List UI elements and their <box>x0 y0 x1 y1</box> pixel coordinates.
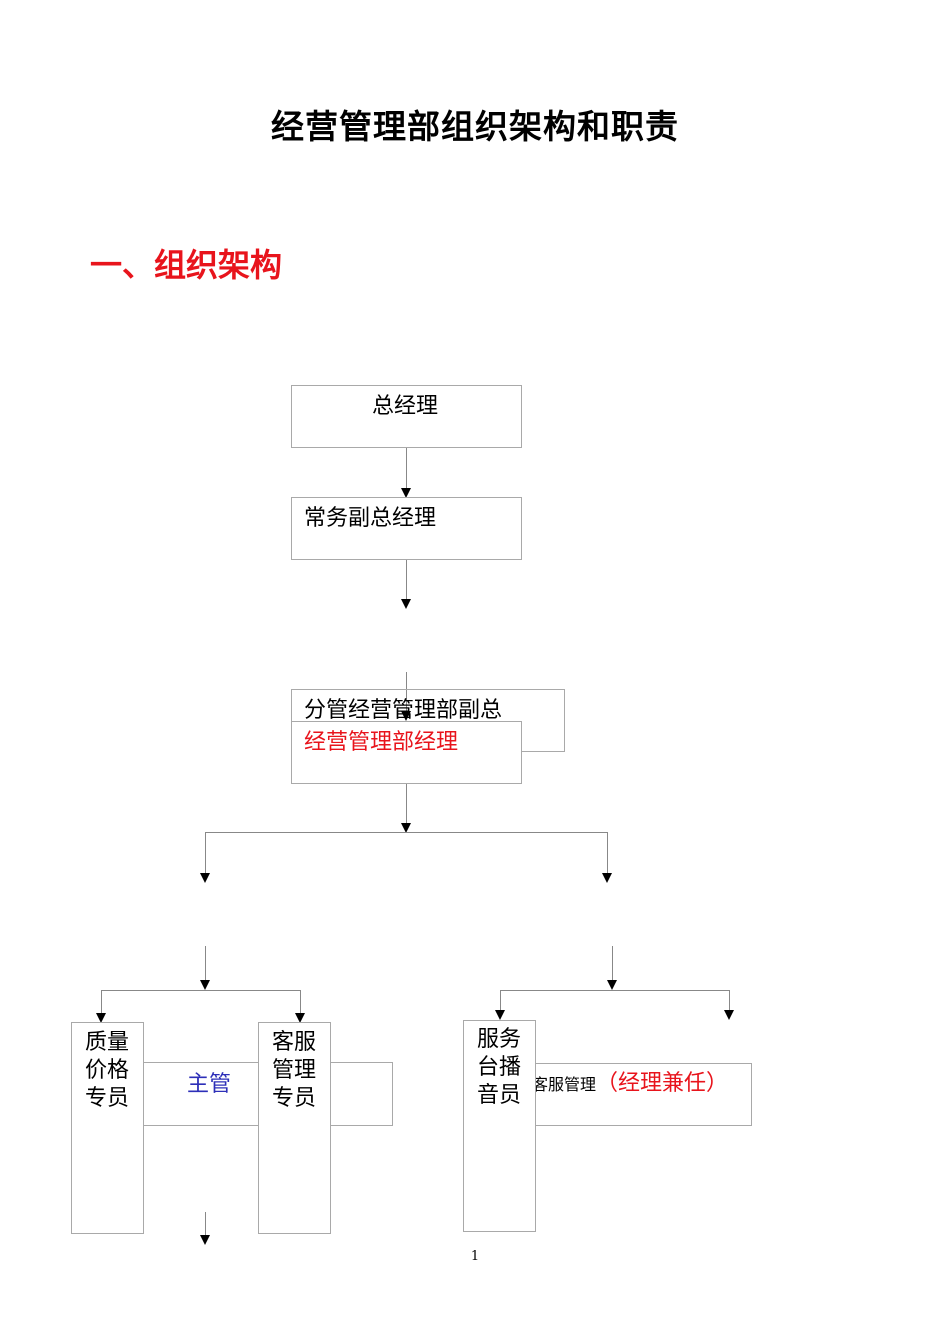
exec-vp-box <box>291 497 522 560</box>
connector-line <box>607 832 608 874</box>
section-heading: 一、组织架构 <box>90 246 283 284</box>
gm-label: 总经理 <box>372 394 439 419</box>
arrow-down-icon <box>602 873 612 883</box>
vp-ops-label: 分管经营管理部副总 <box>304 698 503 723</box>
arrow-down-icon <box>200 980 210 990</box>
exec-vp-label: 常务副总经理 <box>304 506 437 531</box>
connector-line <box>406 672 407 712</box>
arrow-down-icon <box>200 1235 210 1245</box>
arrow-down-icon <box>401 823 411 833</box>
cs-specialist-box <box>258 1022 331 1234</box>
connector-line <box>205 946 206 981</box>
connector-line <box>101 990 301 991</box>
cs-mgmt-prefix: 客服管理 <box>532 1075 597 1094</box>
page-number: 1 <box>470 1249 480 1264</box>
connector-line <box>205 832 206 874</box>
arrow-down-icon <box>607 980 617 990</box>
gm-box <box>291 385 522 448</box>
dept-mgr-label: 经营管理部经理 <box>304 730 459 755</box>
connector-line <box>205 832 608 833</box>
page-title: 经营管理部组织架构和职责 <box>271 107 679 146</box>
arrow-down-icon <box>401 711 411 721</box>
connector-line <box>406 784 407 824</box>
connector-line <box>612 946 613 981</box>
arrow-down-icon <box>401 599 411 609</box>
arrow-down-icon <box>724 1010 734 1020</box>
arrow-down-icon <box>200 873 210 883</box>
connector-line <box>205 1212 206 1236</box>
cs-mgmt-label: 客服管理（经理兼任） <box>532 1070 728 1099</box>
arrow-down-icon <box>96 1013 106 1023</box>
cs-mgmt-suffix: （经理兼任） <box>596 1071 729 1096</box>
supervisor-label: 主管 <box>187 1072 232 1097</box>
connector-line <box>500 990 501 1011</box>
connector-line <box>500 990 730 991</box>
service-desk-label: 服务台播音员 <box>476 1027 521 1108</box>
arrow-down-icon <box>295 1013 305 1023</box>
arrow-down-icon <box>495 1010 505 1020</box>
connector-line <box>101 990 102 1014</box>
quality-price-box <box>71 1022 144 1234</box>
quality-price-label: 质量价格专员 <box>84 1030 129 1111</box>
service-desk-box <box>463 1020 536 1232</box>
connector-line <box>300 990 301 1014</box>
connector-line <box>406 560 407 600</box>
arrow-down-icon <box>401 488 411 498</box>
connector-line <box>406 448 407 489</box>
connector-line <box>729 990 730 1011</box>
dept-mgr-box <box>291 721 522 784</box>
cs-specialist-label: 客服管理专员 <box>271 1030 316 1111</box>
